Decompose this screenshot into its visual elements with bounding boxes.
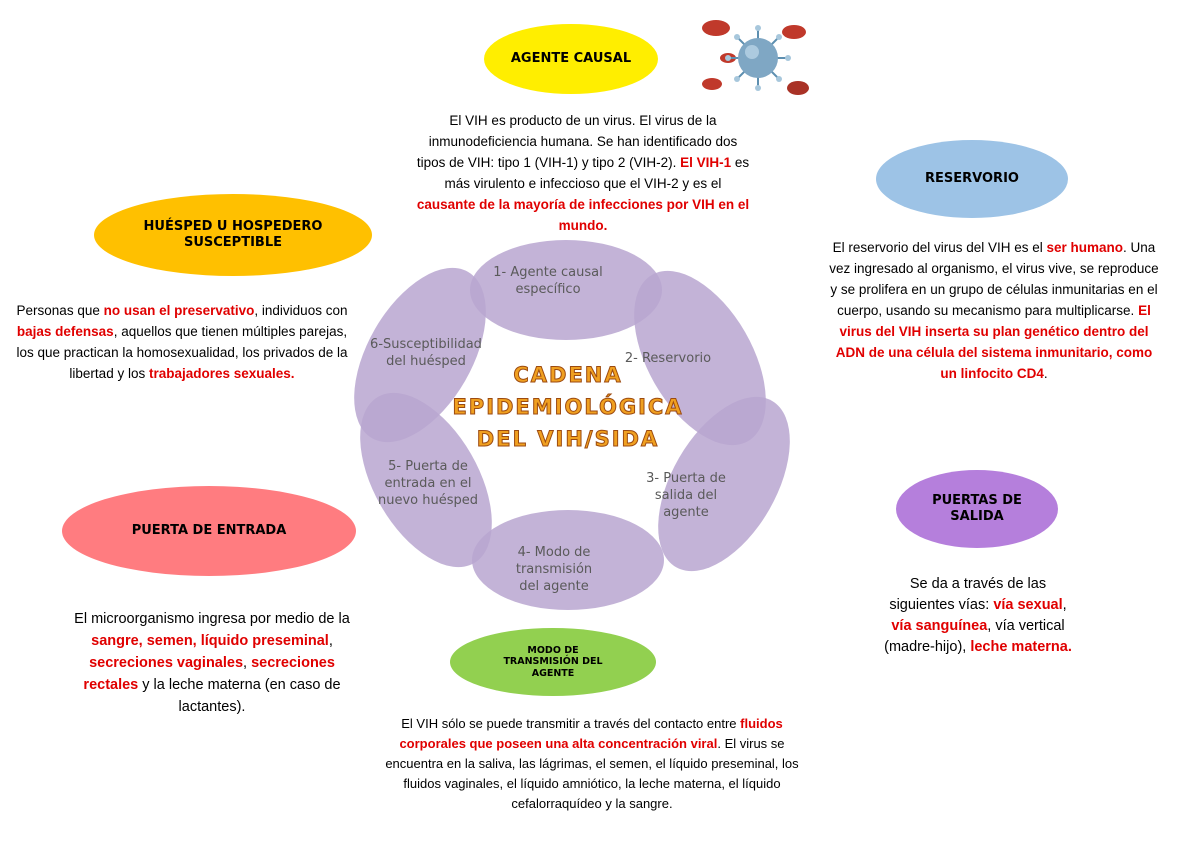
puerta-entrada-text: El microorganismo ingresa por medio de l… — [70, 608, 354, 718]
reservorio-oval: RESERVORIO — [876, 140, 1068, 218]
text-run: sangre, semen, líquido preseminal — [91, 633, 329, 649]
text-run: Personas que — [16, 303, 104, 318]
cycle-petal-label-line: 1- Agente causal — [493, 265, 602, 280]
cycle-petal-label-line: 4- Modo de — [518, 545, 591, 560]
text-run: secreciones vaginales — [89, 655, 244, 671]
text-run: . El virus se encuentra en la saliva, la… — [385, 736, 799, 811]
text-run: , — [328, 633, 333, 649]
text-run: . Una vez ingresado al organismo, el vir… — [829, 240, 1159, 318]
text-run: El microorganismo ingresa por medio de l… — [74, 611, 350, 627]
cycle-petal-label-line: 3- Puerta de — [646, 471, 726, 486]
text-run: secreciones rectales — [83, 655, 335, 693]
puerta-entrada-oval: PUERTA DE ENTRADA — [62, 486, 356, 576]
text-run: vía sexual — [993, 597, 1063, 613]
cycle-petal-label: 2- Reservorio — [625, 351, 711, 366]
cycle-petal-label: 3- Puerta de salida del agente — [646, 471, 726, 520]
cycle-petal-label-line: agente — [663, 505, 709, 520]
puertas-salida-title: PUERTAS DE SALIDA — [932, 493, 1022, 524]
cycle-title-line: DEL VIH/SIDA — [477, 427, 659, 451]
text-run: leche materna. — [970, 639, 1072, 655]
cycle-petal-label: 5- Puerta de entrada en el nuevo huésped — [378, 459, 478, 508]
agente-causal-title: AGENTE CAUSAL — [510, 51, 632, 67]
text-run: El VIH es producto de un virus. El virus… — [416, 113, 738, 170]
text-run: es más virulento e infeccioso que el VIH… — [444, 155, 750, 191]
cycle-petal — [354, 267, 486, 443]
cycle-petal-label-line: entrada en el — [385, 476, 472, 491]
text-run: , — [243, 655, 252, 671]
cycle-petal-label-line: 2- Reservorio — [625, 351, 711, 366]
agente-causal-oval: AGENTE CAUSAL — [484, 24, 658, 94]
cycle-petal-label: 1- Agente causal específico — [493, 265, 602, 297]
puertas-salida-oval: PUERTAS DE SALIDA — [896, 470, 1058, 548]
text-run: , — [1062, 597, 1067, 613]
virus-illustration-icon — [702, 20, 809, 95]
cycle-title-line: EPIDEMIOLÓGICA — [452, 394, 683, 419]
text-run: causante de la mayoría de infecciones po… — [416, 197, 750, 233]
cycle-petal-label: 4- Modo de transmisión del agente — [516, 545, 592, 594]
agente-causal-text: El VIH es producto de un virus. El virus… — [414, 110, 752, 236]
cycle-petal-label-line: específico — [515, 282, 580, 297]
cycle-title-line: CADENA — [513, 363, 622, 387]
cycle-petal-label-line: del agente — [519, 579, 589, 594]
cycle-petal — [634, 270, 766, 446]
cycle-petal — [470, 240, 662, 340]
text-run: vía sanguínea — [891, 618, 988, 634]
cycle-petal-label: 6-Susceptibilidad del huésped — [370, 337, 482, 369]
huesped-oval: HUÉSPED U HOSPEDERO SUSCEPTIBLE — [94, 194, 372, 276]
text-run: , individuos con — [254, 303, 348, 318]
huesped-text: Personas que no usan el preservativo, in… — [14, 300, 350, 384]
cycle-petal — [658, 396, 790, 572]
cycle-petal-label-line: salida del — [655, 488, 717, 503]
cycle-petal-label-line: nuevo huésped — [378, 493, 478, 508]
text-run: trabajadores sexuales. — [148, 366, 295, 381]
puertas-salida-text: Se da a través de las siguientes vías: v… — [880, 574, 1076, 658]
modo-transmision-oval: MODO DE TRANSMISIÓN DEL AGENTE — [450, 628, 656, 696]
reservorio-text: El reservorio del virus del VIH es el se… — [826, 237, 1162, 384]
cycle-petal — [472, 510, 664, 610]
modo-transmision-text: El VIH sólo se puede transmitir a través… — [378, 714, 806, 814]
text-run: , vía vertical (madre-hijo), — [884, 618, 1065, 655]
cycle-petal-label-line: del huésped — [386, 354, 466, 369]
cycle-petals — [354, 240, 790, 610]
puerta-entrada-title: PUERTA DE ENTRADA — [131, 523, 287, 539]
text-run: El VIH sólo se puede transmitir a través… — [401, 716, 741, 731]
text-run: El virus del VIH inserta su plan genétic… — [835, 303, 1153, 381]
text-run: ser humano — [1046, 240, 1124, 255]
text-run: El reservorio del virus del VIH es el — [832, 240, 1047, 255]
cycle-petal-label-line: 6-Susceptibilidad — [370, 337, 482, 352]
text-run: . — [1043, 366, 1048, 381]
text-run: El VIH-1 — [680, 155, 732, 170]
text-run: Se da a través de las siguientes vías: — [889, 576, 1047, 613]
cycle-petal-label-line: transmisión — [516, 562, 592, 577]
cycle-petal-labels: 1- Agente causal específico 2- Reservorio 3… — [370, 265, 726, 594]
cycle-center-title: CADENA EPIDEMIOLÓGICA DEL VIH/SIDA — [452, 363, 683, 452]
text-run: bajas defensas — [16, 324, 114, 339]
text-run: y la leche materna (en caso de lactantes… — [138, 677, 341, 715]
modo-transmision-title: MODO DE TRANSMISIÓN DEL AGENTE — [503, 644, 603, 679]
text-run: no usan el preservativo — [103, 303, 255, 318]
huesped-title: HUÉSPED U HOSPEDERO SUSCEPTIBLE — [143, 219, 323, 250]
cycle-petal-label-line: 5- Puerta de — [388, 459, 468, 474]
reservorio-title: RESERVORIO — [925, 171, 1019, 187]
text-run: fluidos corporales que poseen una alta c… — [399, 716, 783, 751]
text-run: , aquellos que tienen múltiples parejas,… — [16, 324, 348, 381]
